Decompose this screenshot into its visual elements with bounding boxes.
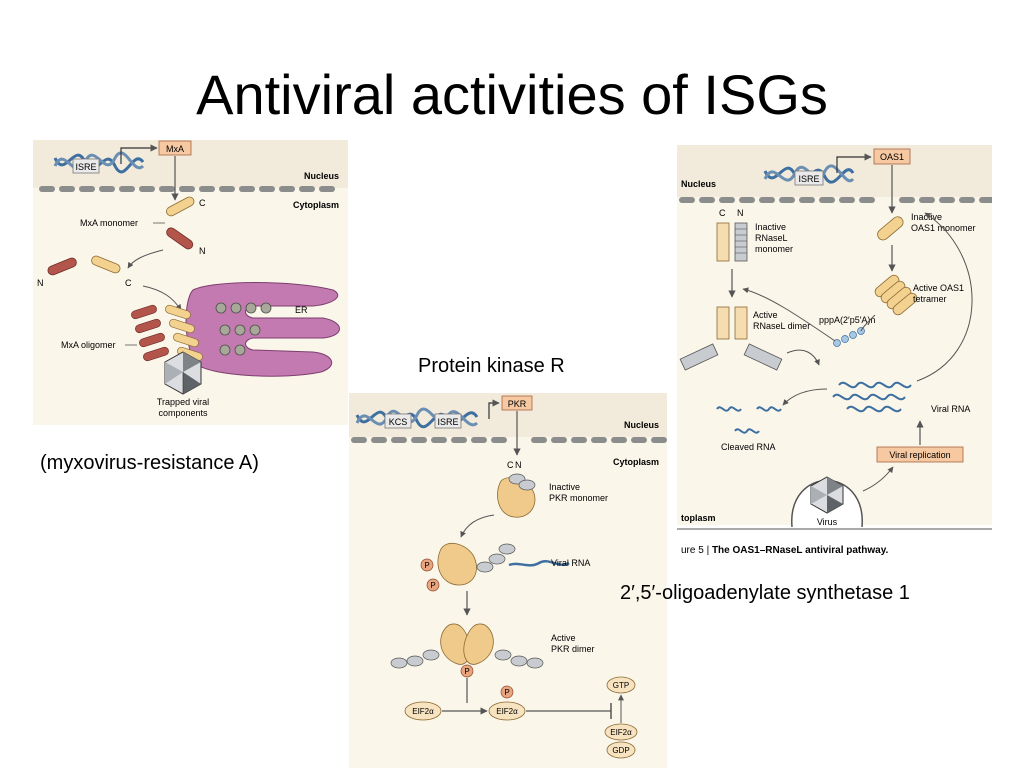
eif2a-2: EIF2α — [496, 707, 518, 716]
monomer-label: MxA monomer — [80, 218, 138, 228]
viral-rna-label: Viral RNA — [551, 558, 590, 568]
active-oas1-tetramer — [874, 274, 918, 316]
inactive-pkr — [497, 473, 536, 518]
pkr-caption: Protein kinase R — [418, 355, 565, 377]
p-2: P — [430, 581, 435, 590]
mxa-caption: (myxovirus-resistance A) — [40, 452, 259, 474]
gene-label: OAS1 — [880, 152, 904, 162]
virus-label: Virus — [817, 517, 838, 527]
gene-label: PKR — [508, 399, 527, 409]
cytoplasm-label: Cytoplasm — [613, 457, 659, 467]
p-dimer: P — [464, 667, 469, 676]
pppa-label: pppA(2′p5′A)n — [819, 315, 875, 325]
pkr-diagram: KCS ISRE PKR Nucleus Cytoplasm C N Inact… — [349, 393, 667, 768]
rnasel-active-1: Active — [753, 310, 778, 320]
nucleus-label: Nucleus — [304, 171, 339, 181]
nuclear-membrane — [351, 437, 667, 443]
rnasel-inactive-2: RNaseL — [755, 233, 788, 243]
er-label: ER — [295, 305, 308, 315]
inactive-label-1: Inactive — [549, 482, 580, 492]
trapped-virus-icon — [164, 351, 202, 395]
promoter-kcs: KCS — [389, 417, 408, 427]
open-c: C — [125, 278, 132, 288]
p-1: P — [424, 561, 429, 570]
mxa-diagram: ISRE MxA Nucleus Cytoplasm C N MxA monom… — [33, 140, 348, 425]
open-n: N — [37, 278, 44, 288]
pppa-chain — [833, 327, 865, 347]
oas1-caption: 2′,5′-oligoadenylate synthetase 1 — [620, 582, 910, 604]
oas1-diagram: ISRE OAS1 Nucleus Inactive OAS1 monomer … — [677, 145, 992, 560]
figure-caption: ure 5 | The OAS1–RNaseL antiviral pathwa… — [681, 545, 889, 556]
rnasel-active-2: RNaseL dimer — [753, 321, 810, 331]
oas-active-2: tetramer — [913, 294, 947, 304]
viral-rna-label: Viral RNA — [931, 404, 970, 414]
p-eif: P — [504, 688, 509, 697]
rnasel-inactive-1: Inactive — [755, 222, 786, 232]
active-label-2: PKR dimer — [551, 644, 595, 654]
slide-title: Antiviral activities of ISGs — [196, 63, 828, 126]
gene-label: MxA — [166, 144, 184, 154]
inactive-rnasel — [716, 222, 748, 262]
nuclear-membrane — [679, 197, 992, 203]
nuclear-membrane — [39, 186, 335, 192]
mxa-oligomer — [131, 304, 203, 362]
viral-rna — [832, 381, 912, 413]
virus-icon — [810, 476, 844, 514]
cleaved-rna — [716, 406, 782, 434]
viral-replication-label: Viral replication — [889, 450, 950, 460]
mxa-open-monomer — [47, 255, 121, 276]
oas-active-1: Active OAS1 — [913, 283, 964, 293]
monomer-c: C — [199, 198, 206, 208]
er-membrane — [185, 282, 340, 377]
promoter-label: ISRE — [75, 162, 96, 172]
inactive-c: C — [507, 460, 514, 470]
promoter-isre: ISRE — [437, 417, 458, 427]
gtp: GTP — [613, 681, 629, 690]
oligomer-label: MxA oligomer — [61, 340, 116, 350]
rnasel-n: N — [737, 208, 744, 218]
cytoplasm-label: Cytoplasm — [293, 200, 339, 210]
inactive-label-2: PKR monomer — [549, 493, 608, 503]
eif2a-3: EIF2α — [610, 728, 632, 737]
rnasel-c: C — [719, 208, 726, 218]
gdp: GDP — [612, 746, 629, 755]
phospho-pkr — [437, 542, 516, 586]
nucleus-label: Nucleus — [624, 420, 659, 430]
rnasel-inactive-3: monomer — [755, 244, 793, 254]
promoter-label: ISRE — [798, 174, 819, 184]
mxa-monomer — [166, 196, 195, 250]
inactive-n: N — [515, 460, 522, 470]
active-label-1: Active — [551, 633, 576, 643]
active-pkr-dimer — [390, 623, 544, 669]
monomer-n: N — [199, 246, 206, 256]
viral-particles — [215, 302, 272, 356]
cleaved-rna-label: Cleaved RNA — [721, 442, 776, 452]
trapped-label-1: Trapped viral — [157, 397, 209, 407]
inactive-oas1 — [877, 216, 904, 241]
cytoplasm-label: toplasm — [681, 513, 716, 523]
nucleus-label: Nucleus — [681, 179, 716, 189]
eif2a-1: EIF2α — [412, 707, 434, 716]
active-rnasel-dimer — [679, 306, 783, 371]
trapped-label-2: components — [158, 408, 208, 418]
